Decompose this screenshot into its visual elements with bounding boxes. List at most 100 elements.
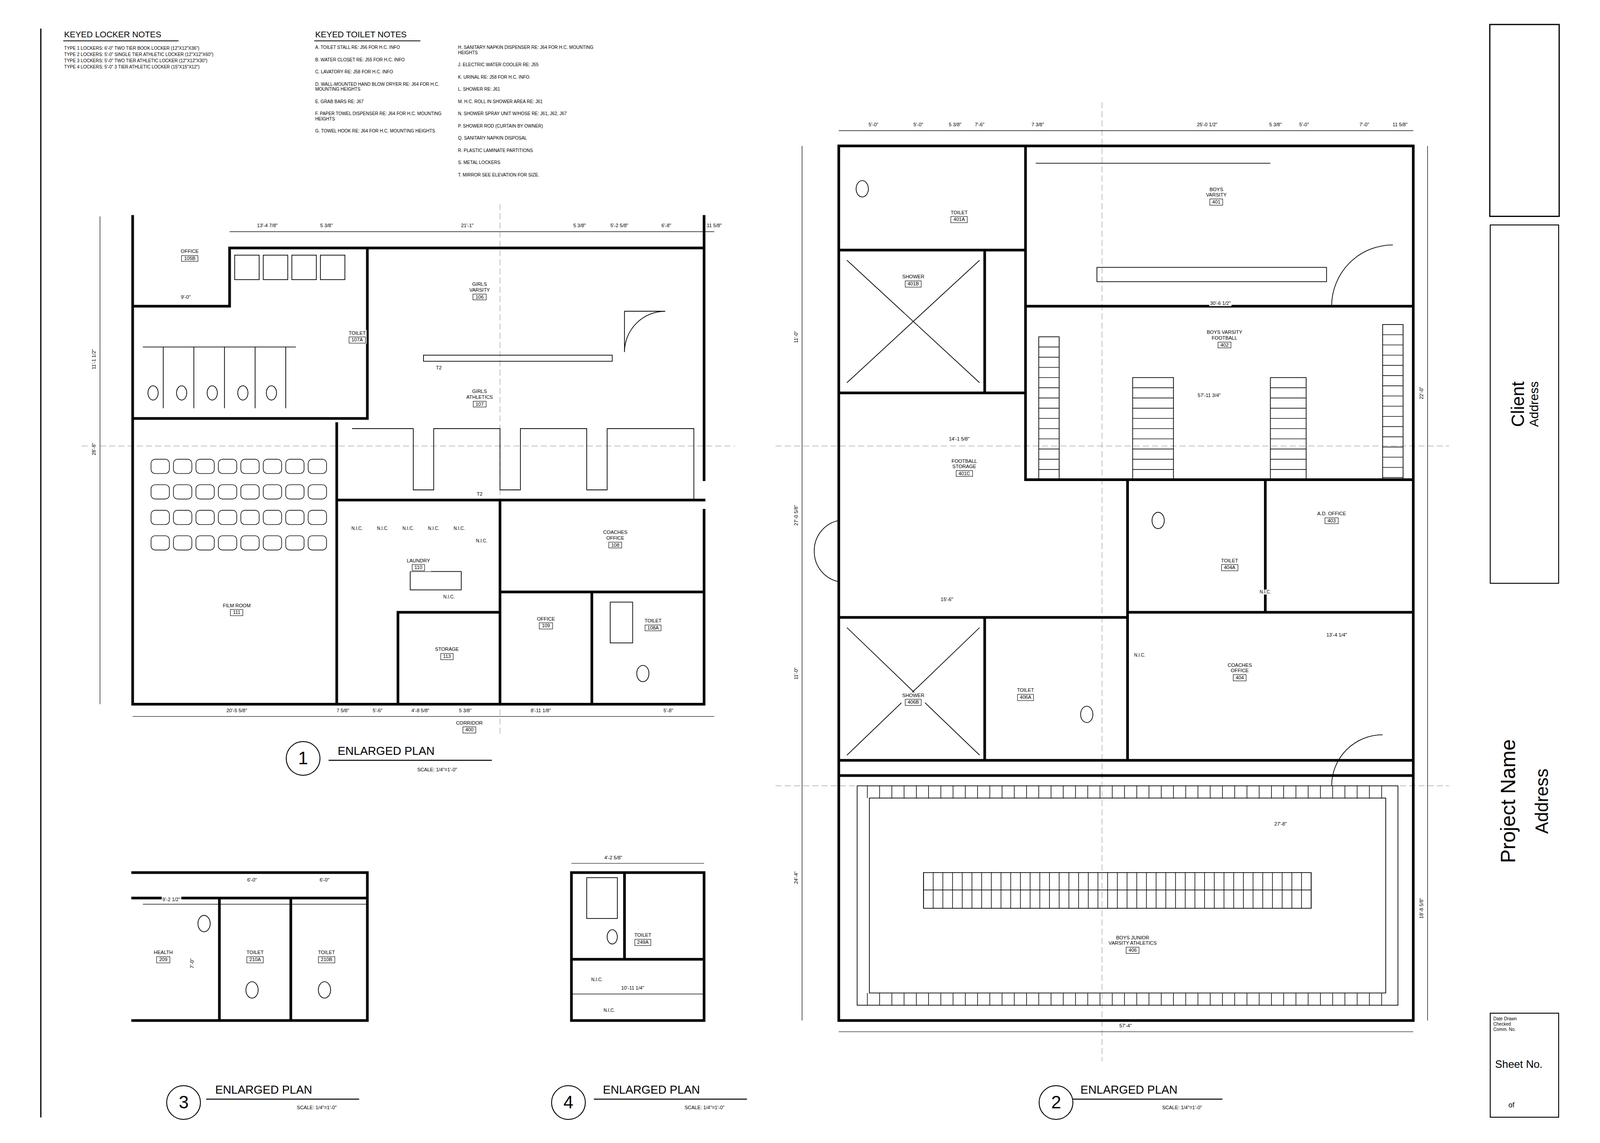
room-name: TOILET <box>1220 557 1238 564</box>
sheet-border <box>1489 24 1560 217</box>
repeated-furniture <box>1258 785 1260 799</box>
repeated-furniture <box>1116 872 1118 908</box>
repeated-furniture <box>1112 992 1113 1006</box>
repeated-furniture <box>1283 785 1284 799</box>
repeated-furniture <box>1301 872 1302 908</box>
repeated-furniture <box>151 459 170 474</box>
wall <box>132 216 704 704</box>
note-text: Q. SANITARY NAPKIN DISPOSAL <box>457 135 597 141</box>
room-number: 400 <box>462 726 476 734</box>
repeated-furniture <box>1272 872 1273 908</box>
dimension: 8'-11 1/8" <box>529 707 552 714</box>
room-tag: HEALTH209 <box>152 949 174 964</box>
dimension: 27'-0 5/8" <box>792 504 799 527</box>
repeated-furniture <box>1382 426 1404 427</box>
heading: KEYED TOILET NOTES <box>314 29 408 40</box>
note-text: N.I.C. <box>442 594 456 600</box>
repeated-furniture <box>1271 992 1272 1006</box>
heading: ENLARGED PLAN <box>602 1083 701 1097</box>
repeated-furniture <box>1038 428 1060 429</box>
room-tag: TOILET249A <box>633 932 652 946</box>
room-number: 209 <box>156 956 170 963</box>
note-text: K. URINAL RE: J58 FOR H.C. INFO. <box>457 74 597 80</box>
room-number: 108A <box>644 624 662 632</box>
repeated-furniture <box>1382 467 1404 468</box>
repeated-furniture <box>940 992 941 1006</box>
room-tag: BOYS VARSITY401 <box>1200 186 1233 206</box>
repeated-furniture <box>891 992 892 1006</box>
dimension: 5'-8" <box>662 707 675 714</box>
fixture-outline <box>410 571 462 590</box>
repeated-furniture <box>1136 785 1137 799</box>
repeated-furniture <box>1132 408 1174 409</box>
repeated-furniture <box>1311 872 1312 908</box>
repeated-furniture <box>218 484 237 499</box>
note-text: C. LAVATORY RE: J58 FOR H.C. INFO <box>314 69 454 75</box>
repeated-furniture <box>1382 477 1404 478</box>
room-tag: SHOWER406B <box>901 692 926 706</box>
repeated-furniture <box>879 992 880 1006</box>
dimension-line <box>100 130 1428 1032</box>
repeated-furniture <box>1382 405 1404 407</box>
room-number: 111 <box>230 609 244 616</box>
repeated-furniture <box>1038 992 1040 1006</box>
repeated-furniture <box>1234 785 1235 799</box>
repeated-furniture <box>1270 428 1306 429</box>
note-text: L. SHOWER RE: J61 <box>457 86 597 92</box>
label: T2 <box>476 491 484 497</box>
repeated-furniture <box>1270 458 1306 460</box>
repeated-furniture <box>1075 785 1076 799</box>
fixture-outline <box>1132 377 1174 480</box>
note-text: M. H.C. ROLL IN SHOWER AREA RE: J61 <box>457 99 597 105</box>
room-name: LAUNDRY <box>406 557 430 564</box>
dimension: 11 5/8" <box>705 222 723 229</box>
sheet-border <box>40 28 42 1117</box>
repeated-furniture <box>1124 992 1125 1006</box>
repeated-furniture <box>1000 872 1002 908</box>
dimension: 4'-2 5/8" <box>603 854 624 860</box>
sheet-info-box: Date Drawn Checked Comm. No.Sheet No.of <box>1489 1012 1560 1118</box>
dimension: 10'-11 1/4" <box>620 984 646 991</box>
repeated-furniture <box>1160 992 1162 1006</box>
fixture-outline <box>923 872 1312 908</box>
repeated-furniture <box>1038 346 1060 348</box>
room-tag: FILM ROOM111 <box>221 602 252 616</box>
room-name: BOYS VARSITY <box>1200 186 1232 198</box>
repeated-furniture <box>1234 992 1235 1006</box>
fixture-outline <box>237 385 248 400</box>
repeated-furniture <box>1099 992 1100 1006</box>
room-tag: SHOWER401B <box>901 273 926 288</box>
dimension: 57'-4" <box>1118 1022 1133 1029</box>
repeated-furniture <box>916 785 917 799</box>
room-number: 113 <box>440 652 454 660</box>
room-tag: TOILET401A <box>949 209 969 224</box>
dimension: 5'-0" <box>1298 121 1310 128</box>
dimension: 14'-1 5/8" <box>948 436 971 442</box>
room-tag: LAUNDRY110 <box>405 557 431 572</box>
title-underline <box>206 760 1223 1099</box>
fixture-outline <box>814 244 1393 786</box>
room-name: SHOWER <box>902 274 925 280</box>
room-name: CORRIDOR <box>456 720 483 726</box>
repeated-furniture <box>1038 367 1060 368</box>
repeated-furniture <box>903 785 904 799</box>
repeated-furniture <box>977 785 978 799</box>
dimension: 11'-0" <box>792 329 799 344</box>
note-text: TYPE 4 LOCKERS: 5'-0" 3 TIER ATHLETIC LO… <box>63 64 201 70</box>
sheet-border <box>40 24 1560 1118</box>
repeated-furniture <box>964 785 966 799</box>
repeated-furniture <box>1382 395 1404 396</box>
heading: KEYED LOCKER NOTES <box>63 29 163 40</box>
repeated-furniture <box>964 992 966 1006</box>
fixture-outline <box>423 355 613 362</box>
repeated-furniture <box>1039 872 1040 908</box>
detail-number-circle: 4 <box>551 1084 586 1120</box>
room-name: A.D. OFFICE <box>1317 510 1347 517</box>
repeated-furniture <box>1132 428 1174 429</box>
repeated-furniture <box>1197 992 1199 1006</box>
fixture-outline <box>1035 162 1271 164</box>
repeated-furniture <box>1013 785 1015 799</box>
client-address: Address <box>1527 381 1542 428</box>
room-name: TOILET <box>246 949 264 956</box>
repeated-furniture <box>977 992 978 1006</box>
